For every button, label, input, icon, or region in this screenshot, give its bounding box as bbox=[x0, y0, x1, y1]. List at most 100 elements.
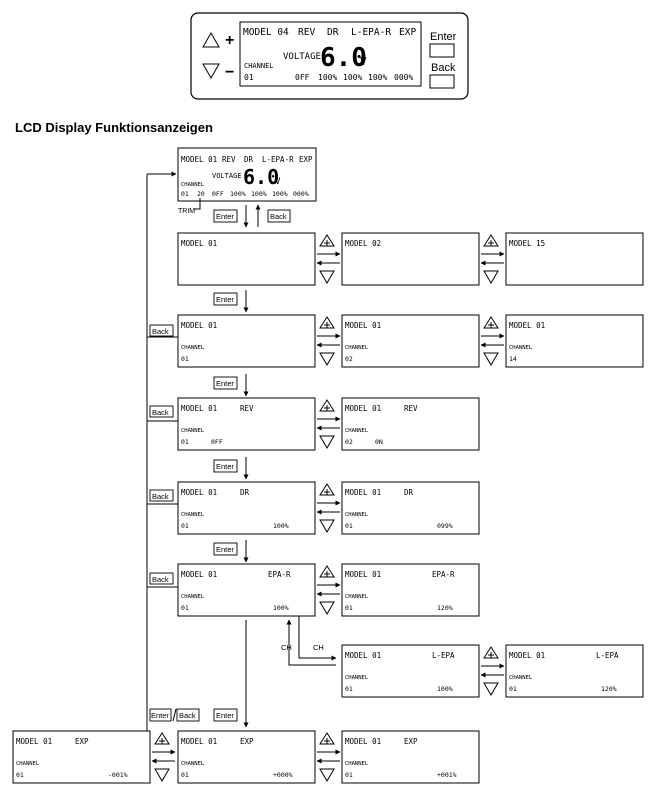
device-back-label: Back bbox=[431, 62, 456, 74]
back-label-row3[interactable] bbox=[149, 405, 174, 418]
main-lepa-value: 100% bbox=[251, 190, 267, 198]
enter-text-step4: Enter bbox=[216, 545, 234, 554]
enter-label-step1[interactable] bbox=[213, 292, 238, 306]
screen-channel: 02 bbox=[345, 355, 353, 363]
nav-cluster-1 bbox=[480, 234, 505, 284]
back-label-row5[interactable] bbox=[149, 572, 174, 585]
enter-text-step2: Enter bbox=[216, 379, 234, 388]
lcd-frame bbox=[12, 730, 151, 784]
screen-value: 0FF bbox=[211, 438, 223, 446]
device-back-button[interactable] bbox=[429, 74, 455, 89]
down-triangle-icon[interactable] bbox=[319, 352, 335, 366]
screen-value: 120% bbox=[437, 604, 453, 612]
device-channel-label: CHANNEL bbox=[244, 62, 274, 70]
down-triangle-icon[interactable] bbox=[483, 682, 499, 696]
nav-cluster-8 bbox=[151, 732, 176, 782]
lcd-frame bbox=[341, 232, 480, 286]
screen-value: 100% bbox=[437, 685, 453, 693]
screen-model: MODEL 02 bbox=[345, 239, 381, 248]
main-voltage-label: VOLTAGE bbox=[212, 172, 242, 180]
screen-model: MODEL 15 bbox=[509, 239, 545, 248]
screen-function: DR bbox=[240, 488, 250, 497]
ch-arrow-to-epar bbox=[286, 619, 336, 666]
enter-label-step2[interactable] bbox=[213, 376, 238, 390]
screen-model: MODEL 01 bbox=[16, 737, 52, 746]
back-button-label[interactable] bbox=[267, 209, 291, 223]
screen-channel: 01 bbox=[345, 522, 353, 530]
back-label-exp[interactable] bbox=[176, 708, 200, 722]
screen-channel: 01 bbox=[16, 771, 24, 779]
down-triangle-icon[interactable] bbox=[319, 270, 335, 284]
down-triangle-icon[interactable] bbox=[319, 519, 335, 533]
main-header-exp: EXP bbox=[299, 155, 313, 164]
screen-model: MODEL 01 bbox=[181, 488, 217, 497]
down-triangle-icon[interactable] bbox=[202, 63, 220, 80]
back-text-row5: Back bbox=[152, 575, 169, 584]
enter-label-exp[interactable] bbox=[149, 708, 172, 722]
main-to-model-nav: Enter Back bbox=[213, 204, 291, 228]
enter-text-step5: Enter bbox=[216, 711, 234, 720]
screen-model: MODEL 01 bbox=[181, 239, 217, 248]
screen-channel: 01 bbox=[181, 771, 189, 779]
enter-text-exp: Enter bbox=[151, 711, 169, 720]
screen-function: EXP bbox=[75, 737, 89, 746]
down-triangle-icon[interactable] bbox=[483, 270, 499, 284]
ch-arrow-to-lepa bbox=[298, 611, 337, 661]
enter-label-step3[interactable] bbox=[213, 459, 238, 473]
screen-channel-label: CHANNEL bbox=[16, 761, 40, 767]
down-triangle-icon[interactable] bbox=[319, 435, 335, 449]
lcd-screen-r1b: MODEL 02 bbox=[341, 232, 480, 286]
screen-channel: 02 bbox=[345, 438, 353, 446]
up-triangle-icon[interactable] bbox=[202, 31, 220, 48]
device-exp-value: 000% bbox=[394, 73, 413, 82]
main-channel: 01 bbox=[181, 190, 189, 198]
lcd-screen-r2a: MODEL 01 CHANNEL 01 bbox=[177, 314, 316, 368]
screen-channel: 01 bbox=[181, 355, 189, 363]
back-label-row2[interactable] bbox=[149, 324, 174, 337]
screen-value: -001% bbox=[108, 771, 128, 779]
screen-channel-label: CHANNEL bbox=[181, 594, 205, 600]
screen-function: L-EPA bbox=[596, 651, 619, 660]
enter-label-step5[interactable] bbox=[213, 708, 238, 722]
device-header-lepar: L-EPA-R bbox=[351, 27, 391, 38]
main-voltage-unit: V bbox=[275, 177, 281, 187]
main-dr-value: 100% bbox=[230, 190, 246, 198]
lcd-frame bbox=[341, 314, 480, 368]
screen-value: 100% bbox=[273, 604, 289, 612]
main-rev-value: 0FF bbox=[212, 190, 224, 198]
main-channel-label: CHANNEL bbox=[181, 182, 205, 188]
screen-channel-label: CHANNEL bbox=[181, 345, 205, 351]
back-text-row4: Back bbox=[152, 492, 169, 501]
down-triangle-icon[interactable] bbox=[319, 768, 335, 782]
screen-function: EXP bbox=[240, 737, 254, 746]
lcd-frame bbox=[177, 563, 316, 617]
enter-button-label[interactable] bbox=[213, 209, 238, 223]
lcd-screen-r7a: MODEL 01 EXP CHANNEL 01 -001% bbox=[12, 730, 151, 784]
screen-function: EPA-R bbox=[268, 570, 291, 579]
down-triangle-icon[interactable] bbox=[483, 352, 499, 366]
device-enter-label: Enter bbox=[430, 31, 457, 43]
lcd-frame bbox=[341, 563, 480, 617]
down-triangle-icon[interactable] bbox=[154, 768, 170, 782]
screen-value: 100% bbox=[273, 522, 289, 530]
screen-channel: 01 bbox=[345, 604, 353, 612]
lcd-frame bbox=[505, 314, 644, 368]
back-label-row4[interactable] bbox=[149, 489, 174, 502]
main-exp-value: 000% bbox=[293, 190, 309, 198]
screen-channel-label: CHANNEL bbox=[345, 345, 369, 351]
enter-label-step4[interactable] bbox=[213, 542, 238, 556]
lcd-screen-r1a: MODEL 01 bbox=[177, 232, 316, 286]
screen-channel: 01 bbox=[181, 522, 189, 530]
screen-model: MODEL 01 bbox=[181, 321, 217, 330]
nav-cluster-3 bbox=[480, 316, 505, 366]
screen-channel-label: CHANNEL bbox=[345, 428, 369, 434]
down-triangle-icon[interactable] bbox=[319, 601, 335, 615]
device-enter-button[interactable] bbox=[429, 43, 455, 58]
trim-label: TRIM bbox=[178, 208, 195, 215]
